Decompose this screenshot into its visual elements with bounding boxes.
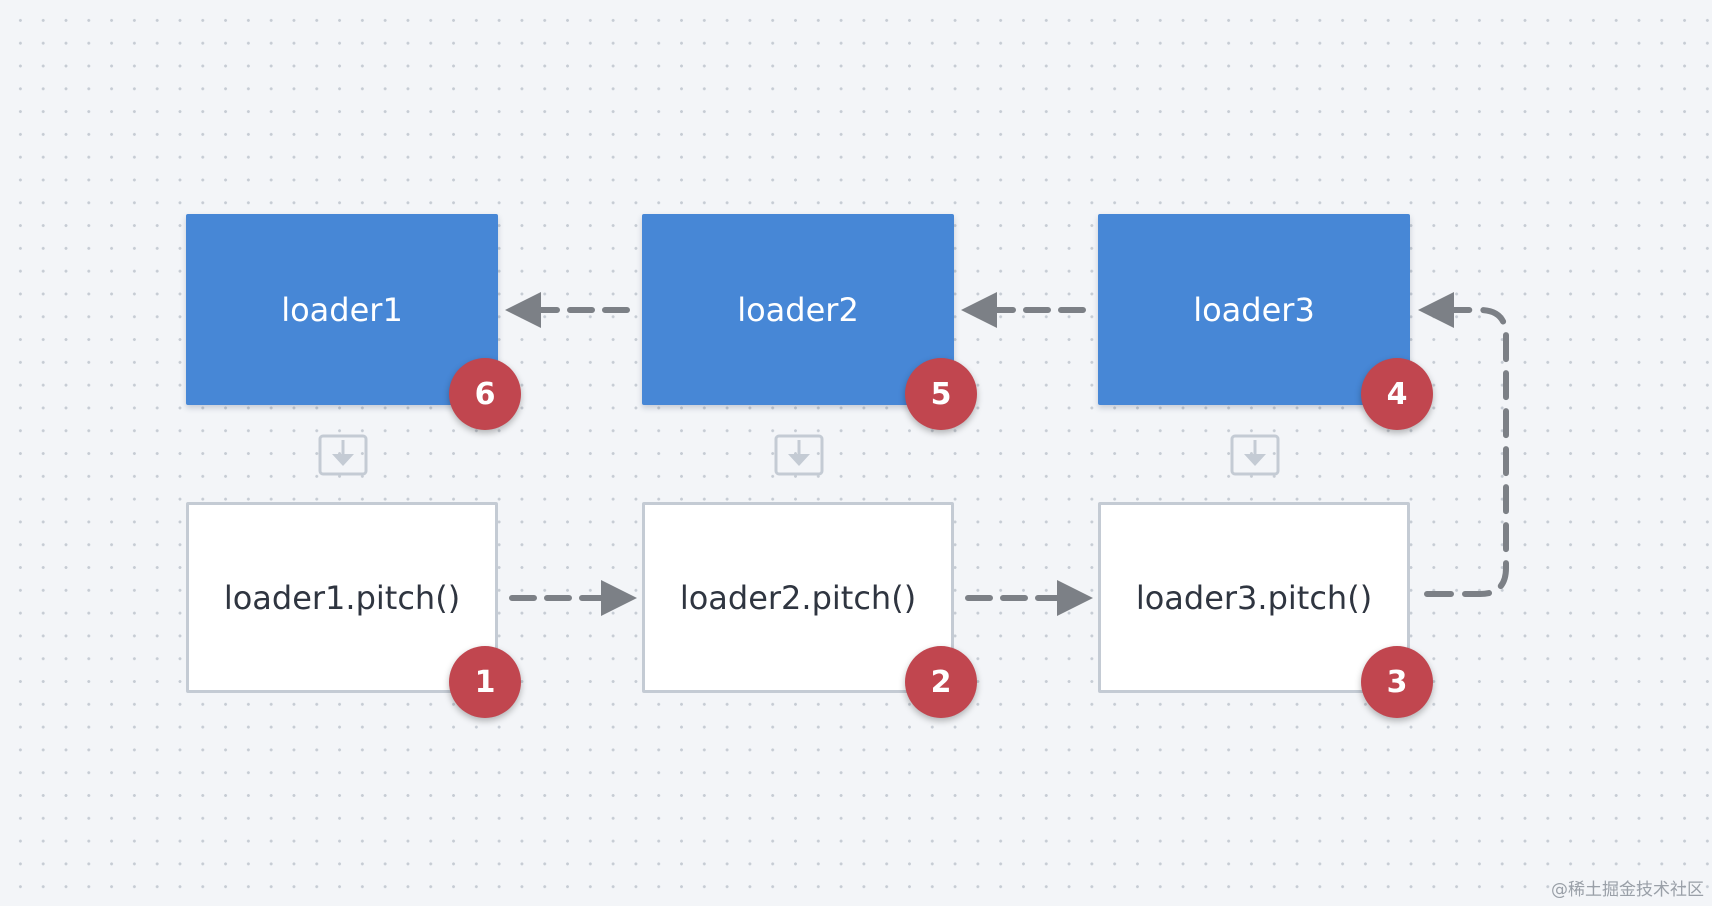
loader2-node: loader2 (642, 214, 954, 405)
step-badge-2: 2 (905, 646, 977, 718)
loader3-pitch-label: loader3.pitch() (1135, 578, 1373, 617)
loader1-pitch-node: loader1.pitch() (186, 502, 498, 693)
step-number: 2 (930, 664, 952, 700)
watermark: @稀土掘金技术社区 (1551, 880, 1704, 900)
step-badge-3: 3 (1361, 646, 1433, 718)
step-number: 4 (1386, 376, 1408, 412)
step-badge-4: 4 (1361, 358, 1433, 430)
loader1-pitch-label: loader1.pitch() (223, 578, 461, 617)
step-number: 5 (930, 376, 952, 412)
step-number: 6 (474, 376, 496, 412)
arrow-pitch3-to-loader3 (1418, 292, 1509, 597)
step-number: 1 (474, 664, 496, 700)
step-badge-6: 6 (449, 358, 521, 430)
loader1-node: loader1 (186, 214, 498, 405)
loader2-pitch-label: loader2.pitch() (679, 578, 917, 617)
loader3-pitch-node: loader3.pitch() (1098, 502, 1410, 693)
down-connector-icon (1230, 434, 1280, 476)
down-connector-icon (774, 434, 824, 476)
step-number: 3 (1386, 664, 1408, 700)
loader1-label: loader1 (281, 290, 403, 329)
loader2-pitch-node: loader2.pitch() (642, 502, 954, 693)
step-badge-5: 5 (905, 358, 977, 430)
loader2-label: loader2 (737, 290, 859, 329)
step-badge-1: 1 (449, 646, 521, 718)
loader3-label: loader3 (1193, 290, 1315, 329)
down-connector-icon (318, 434, 368, 476)
loader3-node: loader3 (1098, 214, 1410, 405)
